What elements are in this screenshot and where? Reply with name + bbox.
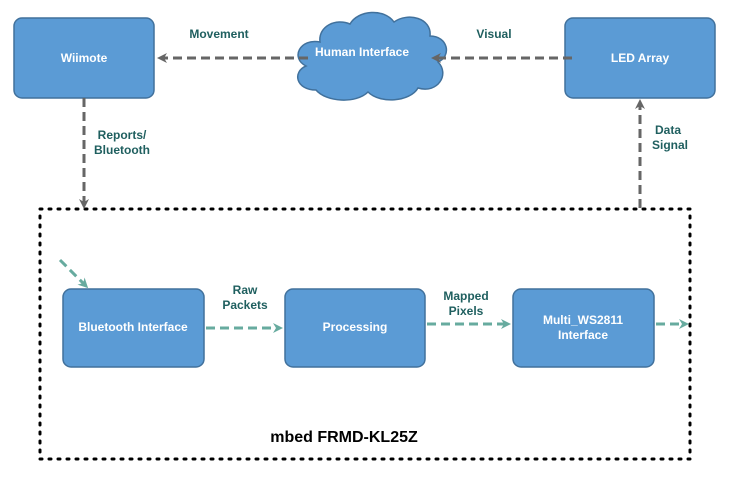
reports-label-line2: Bluetooth xyxy=(94,143,150,157)
container-title: mbed FRMD-KL25Z xyxy=(270,429,418,446)
mapped-pixels-label-line2: Pixels xyxy=(449,304,484,318)
wiimote-label: Wiimote xyxy=(61,51,108,65)
multi-ws2811-box xyxy=(512,288,655,368)
mapped-pixels-label-line1: Mapped xyxy=(443,289,488,303)
movement-label: Movement xyxy=(189,27,248,41)
reports-label-line1: Reports/ xyxy=(98,128,147,142)
visual-label: Visual xyxy=(476,27,511,41)
mbed-container xyxy=(38,207,692,461)
raw-packets-label-line2: Packets xyxy=(222,298,268,312)
bluetooth-interface-box xyxy=(62,288,205,368)
data-signal-label-line1: Data xyxy=(655,123,681,137)
human-interface-label: Human Interface xyxy=(315,45,409,59)
processing-box xyxy=(284,288,426,368)
led-array-label: LED Array xyxy=(611,51,670,65)
entry-arrow xyxy=(58,258,89,289)
data-signal-label-line2: Signal xyxy=(652,138,688,152)
raw-packets-label-line1: Raw xyxy=(233,283,258,297)
bluetooth-interface-label: Bluetooth Interface xyxy=(78,320,188,334)
human-interface-cloud: Human Interface xyxy=(296,11,448,101)
multi-ws2811-label-line1: Multi_WS2811 xyxy=(543,313,623,327)
multi-ws2811-label-line2: Interface xyxy=(558,328,608,342)
processing-label: Processing xyxy=(323,320,388,334)
